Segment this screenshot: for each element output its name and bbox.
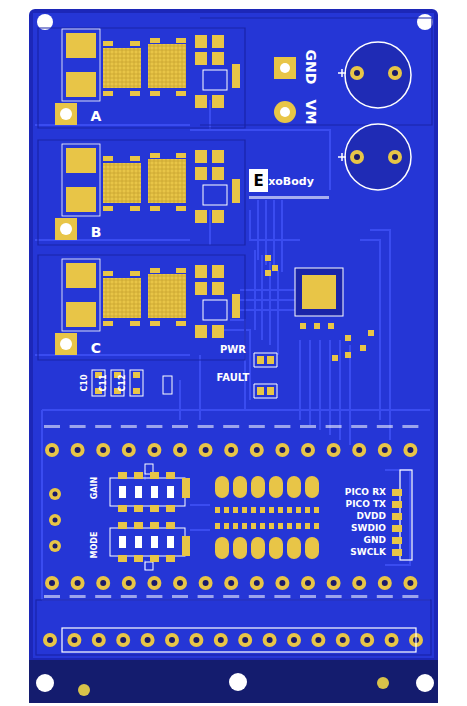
fiducial bbox=[377, 677, 389, 689]
silkscreen-label: GAIN bbox=[91, 477, 99, 499]
silkscreen-label: E bbox=[253, 174, 263, 189]
traces bbox=[35, 100, 430, 600]
silkscreen-label: SWCLK bbox=[350, 548, 386, 557]
gnd-pad bbox=[274, 57, 296, 79]
silkscreen-label: C11 bbox=[100, 374, 108, 391]
debug-connector bbox=[392, 470, 412, 560]
silkscreen-label: PWR bbox=[220, 345, 246, 355]
silkscreen-label: VM bbox=[304, 100, 318, 125]
fiducial bbox=[78, 684, 90, 696]
logo-box bbox=[249, 169, 268, 192]
mounting-holes bbox=[36, 14, 434, 692]
silkscreen-label: A bbox=[91, 109, 102, 123]
silkscreen-label: GND bbox=[364, 536, 386, 545]
copper-pour bbox=[33, 13, 434, 658]
silkscreen-label: FAULT bbox=[217, 373, 250, 383]
silkscreen-label: C12 bbox=[119, 374, 127, 391]
dip-switches bbox=[110, 464, 190, 570]
capacitors bbox=[92, 370, 172, 396]
silkscreen-label: C bbox=[91, 341, 101, 355]
vm-pad bbox=[274, 101, 296, 123]
silkscreen-label: SWDIO bbox=[351, 524, 386, 533]
header-outline bbox=[62, 628, 416, 652]
silkscreen-label: MODE bbox=[91, 532, 99, 559]
silkscreen-label: B bbox=[91, 225, 102, 239]
small-parts bbox=[265, 255, 374, 361]
zone-outlines bbox=[36, 18, 432, 655]
silkscreen-label: PICO RX bbox=[345, 488, 386, 497]
side-header bbox=[49, 488, 61, 552]
microcontroller bbox=[295, 268, 343, 316]
driver-channels bbox=[55, 29, 240, 355]
silkscreen-label: GND bbox=[304, 50, 318, 85]
silkscreen-label: xoBody bbox=[268, 176, 314, 187]
silkscreen-label: C10 bbox=[81, 374, 89, 391]
silkscreen-label: PICO TX bbox=[346, 500, 386, 509]
board-edge bbox=[29, 660, 438, 703]
board-outline bbox=[29, 9, 438, 703]
electrolytic-capacitor bbox=[338, 42, 411, 190]
silkscreen-label: DVDD bbox=[357, 512, 386, 521]
led bbox=[254, 353, 277, 398]
pin-headers bbox=[43, 425, 423, 647]
resistor-pads bbox=[215, 476, 319, 559]
